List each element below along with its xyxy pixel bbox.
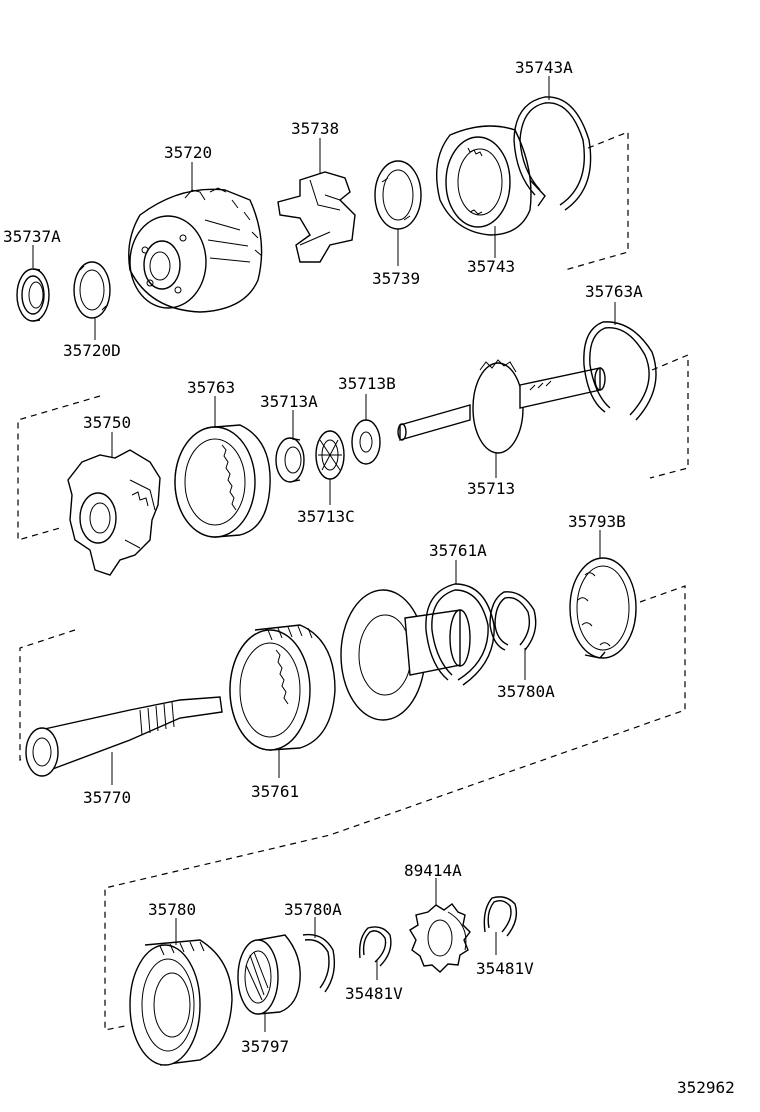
part-89414A-sensor-rotor[interactable] — [409, 903, 471, 973]
label-35713A: 35713A — [260, 392, 318, 411]
assembly-bracket-1 — [564, 131, 629, 271]
label-35761A: 35761A — [429, 541, 487, 560]
part-35770-output-shaft[interactable] — [25, 696, 223, 777]
label-35720D: 35720D — [63, 341, 121, 360]
label-35780A-upper: 35780A — [497, 682, 555, 701]
part-35793B-ring[interactable] — [569, 557, 637, 659]
part-35720-drum[interactable] — [128, 187, 263, 313]
label-35761: 35761 — [251, 782, 299, 801]
label-35763A: 35763A — [585, 282, 643, 301]
label-35780A-lower: 35780A — [284, 900, 342, 919]
label-35743: 35743 — [467, 257, 515, 276]
part-35780A-snap-ring[interactable] — [489, 591, 537, 651]
label-35481V-1: 35481V — [345, 984, 403, 1003]
label-35780: 35780 — [148, 900, 196, 919]
label-35750: 35750 — [83, 413, 131, 432]
label-35739: 35739 — [372, 269, 420, 288]
diagram-reference-number: 352962 — [677, 1078, 735, 1097]
label-35737A: 35737A — [3, 227, 61, 246]
part-35481V-snap-ring-2[interactable] — [483, 896, 518, 937]
label-35713C: 35713C — [297, 507, 355, 526]
part-35713A-race[interactable] — [275, 437, 305, 483]
part-35780A-snap-ring-lower[interactable] — [302, 933, 336, 993]
label-35713: 35713 — [467, 479, 515, 498]
part-35761-ring-gear[interactable] — [229, 624, 336, 751]
part-35481V-snap-ring-1[interactable] — [358, 926, 392, 967]
assembly-bracket-2 — [17, 395, 101, 541]
part-35743-hub[interactable] — [435, 125, 546, 236]
part-35737A-seal[interactable] — [16, 268, 50, 322]
label-35743A: 35743A — [515, 58, 573, 77]
part-flange-hub[interactable] — [340, 589, 471, 721]
label-35793B: 35793B — [568, 512, 626, 531]
part-35739-thrust-washer[interactable] — [374, 160, 422, 230]
part-35750-carrier[interactable] — [67, 449, 161, 576]
label-35738: 35738 — [291, 119, 339, 138]
part-35713B-washer[interactable] — [351, 419, 381, 465]
label-35720: 35720 — [164, 143, 212, 162]
label-35481V-2: 35481V — [476, 959, 534, 978]
assembly-bracket-5 — [104, 585, 686, 1031]
label-35713B: 35713B — [338, 374, 396, 393]
part-35763-ring-gear[interactable] — [174, 424, 271, 538]
part-35720D-plate[interactable] — [73, 261, 111, 319]
part-35743A-snap-ring[interactable] — [513, 96, 592, 211]
part-35780-drum[interactable] — [129, 939, 233, 1066]
part-35761A-snap-ring[interactable] — [425, 583, 495, 686]
label-89414A: 89414A — [404, 861, 462, 880]
part-35738-retainer[interactable] — [277, 171, 356, 263]
label-35763: 35763 — [187, 378, 235, 397]
part-35797-needle-bearing[interactable] — [237, 934, 301, 1015]
part-35713-shaft[interactable] — [397, 359, 606, 454]
label-35770: 35770 — [83, 788, 131, 807]
part-35763A-snap-ring[interactable] — [583, 321, 657, 421]
part-35713C-bearing[interactable] — [315, 430, 345, 480]
label-35797: 35797 — [241, 1037, 289, 1056]
